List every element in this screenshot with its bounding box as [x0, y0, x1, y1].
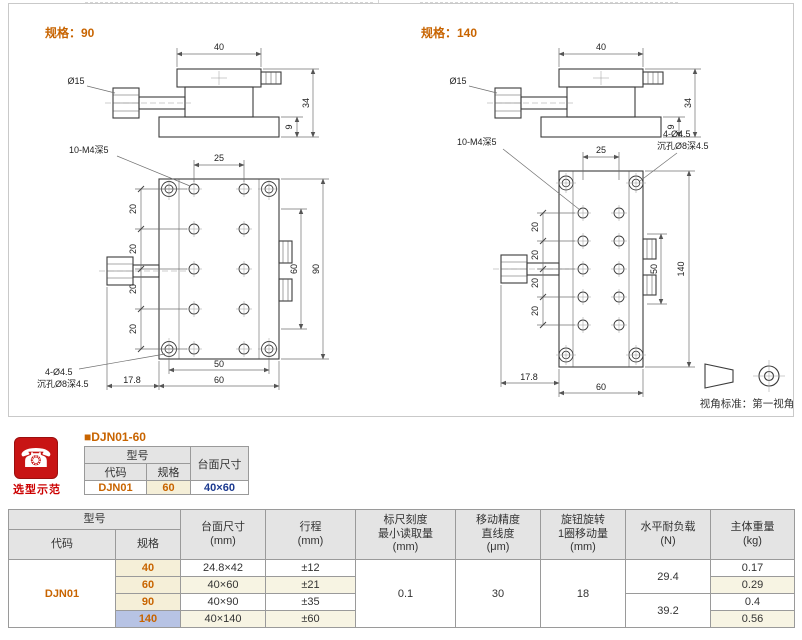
dim-row-spacing: 20 — [530, 306, 540, 316]
header-accuracy: 移动精度 直线度 (μm) — [455, 509, 541, 560]
header-weight: 主体重量 (kg) — [710, 509, 795, 560]
side-view-dims-90: 40 Ø15 34 9 — [67, 42, 319, 138]
dim-knob-offset: 17.8 — [520, 372, 538, 382]
spec-cell-140: 140 — [115, 610, 181, 628]
dim-col-spacing: 25 — [214, 153, 224, 163]
selection-example-stamp: ☎ — [14, 437, 58, 479]
dim-mid-length: 60 — [289, 264, 299, 274]
dim-row-spacing: 20 — [128, 204, 138, 214]
phone-icon: ☎ — [19, 443, 53, 473]
header-stroke: 行程 (mm) — [265, 509, 356, 560]
weight-cell: 0.4 — [710, 593, 795, 611]
side-view-140 — [487, 68, 664, 138]
mini-header-spec: 规格 — [146, 463, 191, 481]
knob-cell: 18 — [540, 559, 626, 628]
spec-cell-90: 90 — [115, 593, 181, 611]
cone-side-view — [704, 363, 734, 389]
mini-header-model: 型号 — [84, 446, 191, 464]
side-view-90 — [105, 68, 282, 138]
size-cell: 40×90 — [180, 593, 266, 611]
note-counterbore-1: 4-Ø4.5 — [663, 129, 691, 139]
spec-90-title: 规格：90 — [45, 26, 95, 40]
weight-cell: 0.56 — [710, 610, 795, 628]
load-cell-bottom: 39.2 — [625, 593, 711, 628]
stroke-cell: ±21 — [265, 576, 356, 594]
mini-header-size: 台面尺寸 — [190, 446, 249, 481]
dim-total-length: 140 — [676, 261, 686, 276]
view-standard-note: 视角标准：第一视角 — [699, 398, 795, 410]
note-m4-holes: 10-M4深5 — [69, 145, 109, 155]
spec-140-title: 规格：140 — [421, 26, 478, 40]
accuracy-cell: 30 — [455, 559, 541, 628]
header-size: 台面尺寸 (mm) — [180, 509, 266, 560]
size-cell: 24.8×42 — [180, 559, 266, 577]
weight-cell: 0.29 — [710, 576, 795, 594]
size-cell: 40×60 — [180, 576, 266, 594]
dim-row-spacing: 20 — [128, 284, 138, 294]
dim-base-height: 9 — [666, 124, 676, 129]
spec-cell-60: 60 — [115, 576, 181, 594]
dim-knob-offset: 17.8 — [123, 375, 141, 385]
table-row: 90 40×90 ±35 39.2 0.4 — [9, 593, 795, 628]
table-row: DJN01 40 24.8×42 ±12 0.1 30 18 29.4 0.17 — [8, 559, 795, 628]
dim-row-spacing: 20 — [530, 278, 540, 288]
dim-row-spacing: 20 — [128, 324, 138, 334]
dim-row-spacing: 20 — [128, 244, 138, 254]
weight-cell: 0.17 — [710, 559, 795, 577]
projection-symbol — [704, 360, 785, 392]
mini-spec-value: 60 — [146, 480, 191, 495]
mini-code-value: DJN01 — [84, 480, 147, 495]
side-view-dims-140: 40 Ø15 34 9 — [449, 42, 701, 138]
dim-cb-width: 50 — [214, 359, 224, 369]
top-view-dims-90: 25 10-M4深5 20 20 20 20 60 90 — [37, 145, 329, 390]
dim-row-spacing: 20 — [530, 222, 540, 232]
dim-row-spacing: 20 — [530, 250, 540, 260]
header-scale: 标尺刻度 最小读取量 (mm) — [355, 509, 456, 560]
mini-size-value: 40×60 — [190, 480, 249, 495]
dim-knob-dia: Ø15 — [449, 76, 466, 86]
drawing-90: 40 Ø15 34 9 — [37, 42, 329, 390]
dim-knob-dia: Ø15 — [67, 76, 84, 86]
dim-col-spacing: 25 — [596, 145, 606, 155]
mini-table: 型号 台面尺寸 代码 规格 DJN01 60 40×60 — [84, 446, 249, 495]
dim-total-width: 60 — [214, 375, 224, 385]
scale-cell: 0.1 — [355, 559, 456, 628]
top-fold-line-left — [85, 2, 373, 3]
mini-header-code: 代码 — [84, 463, 147, 481]
table-row: 140 40×140 ±60 0.56 — [9, 610, 795, 628]
stroke-cell: ±12 — [265, 559, 356, 577]
header-model: 型号 — [8, 509, 181, 530]
dim-top-width: 40 — [596, 42, 606, 52]
header-spec: 规格 — [115, 529, 181, 560]
dim-mid-length: 50 — [649, 264, 659, 274]
load-cell-top: 29.4 — [625, 559, 711, 594]
spec-table: 型号 台面尺寸 (mm) 行程 (mm) 标尺刻度 最小读取量 (mm) 移动精… — [8, 509, 795, 628]
spec-cell-40: 40 — [115, 559, 181, 577]
dim-total-width: 60 — [596, 382, 606, 392]
header-code: 代码 — [8, 529, 116, 560]
code-cell: DJN01 — [8, 559, 116, 628]
dim-top-width: 40 — [214, 42, 224, 52]
table-row: 60 40×60 ±21 0.29 — [9, 576, 795, 594]
top-view-dims-140: 25 10-M4深5 4-Ø4.5 沉孔Ø8深4.5 20 20 20 20 — [457, 129, 709, 397]
size-cell: 40×140 — [180, 610, 266, 628]
drawing-140: 40 Ø15 34 9 — [449, 42, 709, 397]
note-m4-holes: 10-M4深5 — [457, 137, 497, 147]
dim-height: 34 — [683, 98, 693, 108]
stroke-cell: ±60 — [265, 610, 356, 628]
dim-total-length: 90 — [311, 264, 321, 274]
dim-height: 34 — [301, 98, 311, 108]
note-counterbore-1: 4-Ø4.5 — [45, 367, 73, 377]
header-load: 水平耐负载 (N) — [625, 509, 711, 560]
stroke-cell: ±35 — [265, 593, 356, 611]
drawing-panel: 规格：90 规格：140 — [8, 3, 794, 417]
note-counterbore-2: 沉孔Ø8深4.5 — [37, 379, 89, 389]
note-counterbore-2: 沉孔Ø8深4.5 — [657, 141, 709, 151]
mini-table-title: ■DJN01-60 — [84, 430, 146, 444]
top-fold-line-right — [420, 2, 678, 3]
dim-base-height: 9 — [284, 124, 294, 129]
selection-example-label: 选型示范 — [13, 484, 61, 496]
header-knob: 旋钮旋转 1圈移动量 (mm) — [540, 509, 626, 560]
